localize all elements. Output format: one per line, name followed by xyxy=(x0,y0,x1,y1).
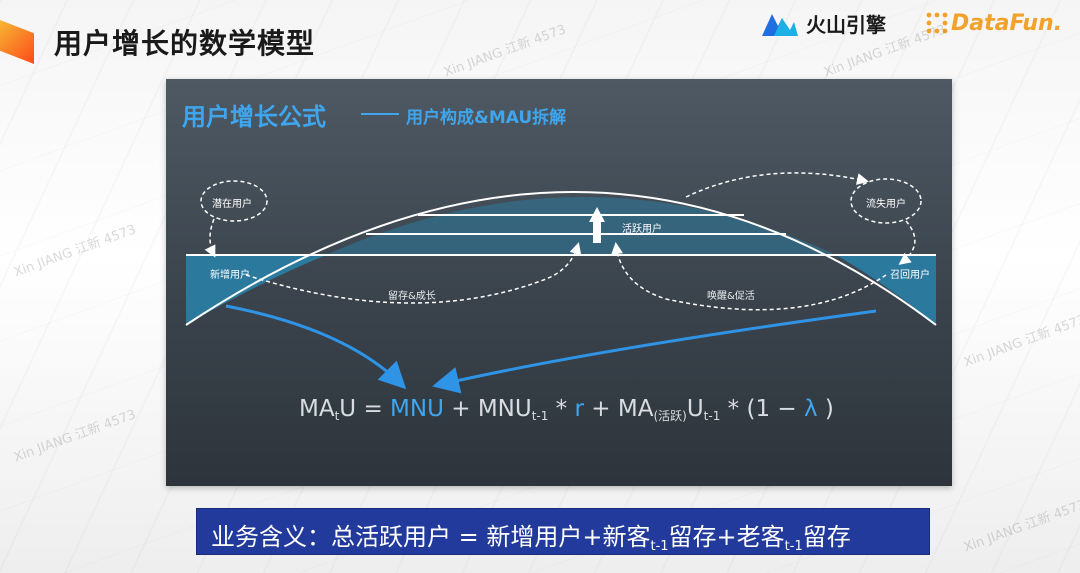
dots-icon xyxy=(926,12,948,34)
business-meaning-text: 业务含义：总活跃用户 = 新增用户+新客t-1留存+老客t-1留存 xyxy=(211,523,851,554)
formula-slide: 用户增长公式 用户构成&MAU拆解 xyxy=(166,79,952,486)
label-recall-users: 召回用户 xyxy=(890,270,930,281)
churn-user-ellipse xyxy=(850,178,922,224)
potential-user-ellipse xyxy=(200,180,268,222)
label-churned-users: 流失用户 xyxy=(866,199,906,210)
label-retention-growth: 留存&成长 xyxy=(388,291,436,302)
label-wake-activate: 唤醒&促活 xyxy=(707,291,755,302)
label-potential-users: 潜在用户 xyxy=(212,199,252,210)
datafun-wordmark: DataFun. xyxy=(951,10,1063,36)
user-flow-diagram xyxy=(185,172,937,394)
page-title: 用户增长的数学模型 xyxy=(54,27,316,60)
slide-subtitle: 用户构成&MAU拆解 xyxy=(406,108,567,128)
active-user-dome xyxy=(326,197,836,255)
business-meaning-banner: 业务含义：总活跃用户 = 新增用户+新客t-1留存+老客t-1留存 xyxy=(196,508,930,555)
slide-title: 用户增长公式 xyxy=(182,103,326,131)
datafun-logo: DataFun. xyxy=(925,4,1062,42)
volcengine-wordmark: 火山引擎 xyxy=(806,12,886,37)
mau-formula: MAtU = MNU + MNUt-1 * r + MA(活跃)Ut-1 * (… xyxy=(299,396,834,423)
volcano-icon xyxy=(762,14,798,36)
growth-arrow-up xyxy=(593,221,601,243)
volcengine-logo: 火山引擎 xyxy=(760,6,886,40)
new-user-region xyxy=(186,255,326,325)
recall-user-region xyxy=(836,255,936,325)
label-active-users: 活跃用户 xyxy=(622,224,662,235)
title-separator xyxy=(361,113,399,115)
label-new-users: 新增用户 xyxy=(210,270,250,281)
